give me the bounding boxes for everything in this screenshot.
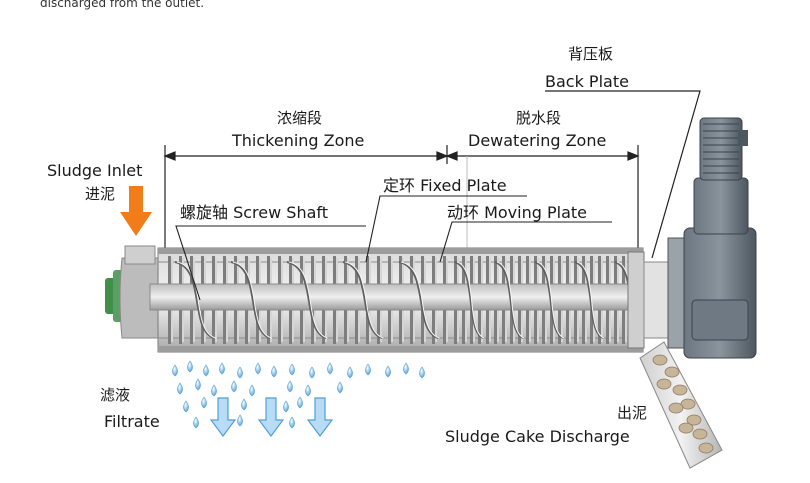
dewatering-zone-label: Dewatering Zone: [468, 131, 607, 150]
back-plate-label-cn: 背压板: [568, 45, 614, 63]
part-leaders: [175, 195, 612, 301]
filtrate-label-cn: 滤液: [100, 386, 131, 404]
inlet-end: [105, 245, 161, 339]
moving-plate-label: 动环 Moving Plate: [447, 203, 587, 222]
screw-shaft-label: 螺旋轴 Screw Shaft: [180, 203, 329, 222]
thickening-zone-label: Thickening Zone: [232, 131, 365, 150]
cake-discharge-label-cn: 出泥: [617, 404, 648, 422]
filtrate-label: Filtrate: [104, 412, 160, 431]
sludge-inlet-label: Sludge Inlet: [47, 161, 143, 180]
thickening-zone-label-cn: 浓缩段: [277, 109, 323, 127]
cake-chute: [639, 341, 723, 469]
filtrate-droplets: [172, 360, 425, 429]
back-plate-label: Back Plate: [545, 72, 629, 91]
top-caption: discharged from the outlet.: [40, 0, 205, 10]
zone-dimension-lines: [163, 145, 640, 250]
back-plate-leader: [545, 90, 701, 259]
fixed-plate-label: 定环 Fixed Plate: [383, 176, 507, 195]
sludge-inlet-label-cn: 进泥: [85, 185, 116, 203]
dewatering-zone-label-cn: 脱水段: [516, 109, 562, 127]
back-plate: [627, 251, 671, 349]
screw-shaft: [149, 261, 651, 339]
cake-discharge-label: Sludge Cake Discharge: [445, 427, 630, 446]
filtrate-arrows: [209, 397, 334, 437]
motor-gearbox: [667, 117, 757, 359]
sludge-inlet-arrow: [120, 186, 152, 236]
